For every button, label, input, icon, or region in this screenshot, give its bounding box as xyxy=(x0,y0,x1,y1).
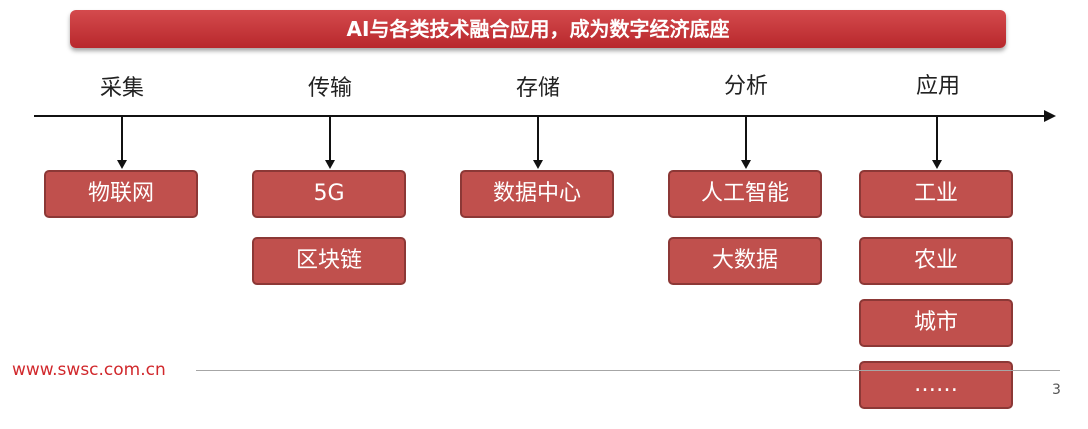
box-agriculture: 农业 xyxy=(859,237,1013,285)
box-ai: 人工智能 xyxy=(668,170,822,218)
arrow-down-icon xyxy=(117,160,127,169)
stage-label-analyze: 分析 xyxy=(723,74,768,99)
arrow-down-icon xyxy=(741,160,751,169)
box-label: 城市 xyxy=(913,310,958,335)
box-label: 5G xyxy=(313,181,345,206)
box-label: …… xyxy=(914,372,958,397)
box-blockchain: 区块链 xyxy=(252,237,406,285)
box-industry: 工业 xyxy=(859,170,1013,218)
arrow-down-icon xyxy=(325,160,335,169)
box-iot: 物联网 xyxy=(44,170,198,218)
stage-label-store: 存储 xyxy=(515,76,560,101)
timeline-arrow-icon xyxy=(1044,110,1056,122)
connector-analyze xyxy=(745,116,747,162)
box-big-data: 大数据 xyxy=(668,237,822,285)
arrow-down-icon xyxy=(932,160,942,169)
box-label: 人工智能 xyxy=(700,181,789,206)
box-label: 数据中心 xyxy=(492,181,581,206)
connector-transmit xyxy=(329,116,331,162)
title-text: AI与各类技术融合应用，成为数字经济底座 xyxy=(346,17,730,41)
box-label: 物联网 xyxy=(87,181,154,206)
footer-url[interactable]: www.swsc.com.cn xyxy=(12,360,166,380)
box-label: 工业 xyxy=(913,181,958,206)
page-number: 3 xyxy=(1052,382,1061,398)
box-label: 区块链 xyxy=(295,248,362,273)
stage-label-collect: 采集 xyxy=(99,76,144,101)
connector-apply xyxy=(936,116,938,162)
footer-divider xyxy=(196,370,1060,371)
connector-collect xyxy=(121,116,123,162)
stage-label-transmit: 传输 xyxy=(307,76,352,101)
box-data-center: 数据中心 xyxy=(460,170,614,218)
box-label: 大数据 xyxy=(711,248,778,273)
box-label: 农业 xyxy=(913,248,958,273)
timeline-axis xyxy=(34,115,1044,117)
box-5g: 5G xyxy=(252,170,406,218)
box-more: …… xyxy=(859,361,1013,409)
box-city: 城市 xyxy=(859,299,1013,347)
connector-store xyxy=(537,116,539,162)
arrow-down-icon xyxy=(533,160,543,169)
title-banner: AI与各类技术融合应用，成为数字经济底座 xyxy=(70,10,1006,48)
stage-label-apply: 应用 xyxy=(915,74,960,99)
